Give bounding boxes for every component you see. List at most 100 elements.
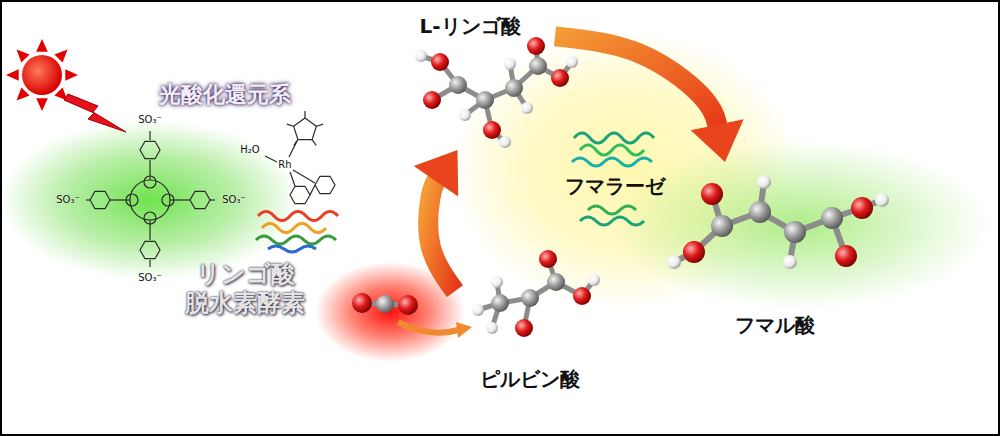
- rhodium-complex-part: [290, 172, 295, 186]
- rhodium-complex: [265, 111, 335, 204]
- chemical-label: SO₃⁻: [138, 114, 162, 126]
- rhodium-complex-part: [290, 186, 310, 203]
- porphyrin-structure-part: [210, 199, 215, 200]
- malic-acid-molecule-part-part: [459, 109, 471, 121]
- arrow-shaft: [428, 179, 455, 291]
- fumaric-acid-molecule-part-part: [757, 175, 771, 189]
- malic-acid-molecule-part-part: [521, 102, 533, 114]
- pyruvic-acid-molecule-part-part: [515, 319, 533, 337]
- glow-part: [610, 140, 990, 310]
- malic-acid-molecule-part-part: [505, 79, 523, 97]
- protein-ribbon-part: [580, 145, 644, 155]
- fumaric-acid-molecule-part: [667, 175, 889, 269]
- malic-acid-molecule-part-part: [499, 136, 511, 148]
- text-wrap: SO₃⁻: [222, 194, 246, 206]
- text-wrap: リンゴ酸 脱水素酵素: [173, 260, 317, 318]
- porphyrin-structure: [86, 131, 215, 267]
- fumarase-gear: フマラーゼ: [507, 50, 737, 280]
- pyruvic-acid-molecule-part-part: [588, 274, 600, 286]
- molecule-box: L-リンゴ酸: [405, 8, 555, 150]
- protein-ribbon-part: [580, 217, 644, 225]
- porphyrin-structure-part: [110, 199, 130, 200]
- arrowhead: [691, 119, 744, 162]
- sun-icon-part: [65, 69, 78, 81]
- malic-acid-molecule-part-part: [483, 121, 501, 139]
- chemical-label: SO₃⁻: [222, 194, 246, 206]
- text-wrap: SO₃⁻: [138, 114, 162, 126]
- rhodium-complex-part: [304, 111, 305, 118]
- reaction-arrow: [414, 150, 458, 291]
- pyruvic-acid-molecule-part-part: [539, 250, 557, 268]
- glow-part: [0, 120, 300, 280]
- text-wrap: H₂O: [240, 144, 259, 156]
- sun-icon-part: [36, 39, 48, 52]
- molecule-box: ピルビン酸: [455, 252, 595, 397]
- chemical-label: H₂O: [240, 144, 259, 156]
- photo-redox-gear: 光酸化還元系リンゴ酸 脱水素酵素: [50, 30, 430, 410]
- text-wrap: フマラーゼ: [565, 174, 665, 198]
- co2-molecule: [352, 293, 418, 315]
- text-wrap: ピルビン酸: [480, 367, 580, 391]
- rhodium-complex-part: [310, 185, 315, 195]
- malic-acid-molecule-part-part: [504, 58, 516, 70]
- enzyme-name: フマラーゼ: [565, 174, 665, 198]
- porphyrin-structure-part: [149, 131, 150, 140]
- protein-ribbon-part: [262, 224, 326, 233]
- protein-ribbon-part: [588, 206, 636, 214]
- rhodium-complex-part: [316, 124, 323, 126]
- rhodium-complex-part: [315, 176, 335, 193]
- small-arrow-part: [456, 322, 472, 338]
- pyruvic-acid-molecule-part-part: [491, 276, 503, 288]
- porphyrin-structure-part: [90, 191, 110, 208]
- sun-icon-part: [36, 98, 48, 111]
- gear-outline: [507, 50, 737, 280]
- fumaric-acid-molecule-part-part: [784, 221, 806, 243]
- chemical-label: SO₃⁻: [138, 272, 162, 284]
- sun-icon-part: [22, 55, 62, 95]
- reaction-arrow: [555, 36, 744, 162]
- gear-title: 光酸化還元系: [159, 82, 291, 108]
- porphyrin-structure-part: [170, 199, 190, 200]
- protein-ribbon-part: [268, 246, 316, 252]
- co2-molecule-part: [376, 295, 394, 313]
- malic-acid-molecule-part-part: [476, 91, 494, 109]
- malic-acid-molecule-part-part: [551, 69, 569, 87]
- text-wrap: SO₃⁻: [56, 194, 80, 206]
- porphyrin-structure-part: [149, 220, 150, 240]
- small-arrow: [398, 322, 472, 338]
- text-wrap: 光酸化還元系: [159, 82, 291, 108]
- pyruvic-acid-molecule-part-part: [521, 289, 539, 307]
- rhodium-complex-part: [312, 140, 316, 146]
- protein-ribbon-part: [256, 236, 336, 244]
- text-wrap: Rh: [278, 159, 291, 171]
- co2-molecule-part: [352, 293, 372, 313]
- porphyrin-structure-part: [140, 241, 160, 258]
- text-wrap: SO₃⁻: [138, 272, 162, 284]
- chemical-label: Rh: [278, 159, 291, 171]
- fumaric-acid-molecule-part-part: [711, 215, 733, 237]
- lightning-bolt: [64, 94, 126, 132]
- malic-acid-molecule-part-part: [529, 57, 547, 75]
- molecule-name: ピルビン酸: [480, 367, 580, 391]
- protein-ribbon-part: [258, 212, 338, 221]
- molecule-name: L-リンゴ酸: [419, 14, 520, 38]
- protein-ribbon: [256, 212, 338, 253]
- fumaric-acid-molecule-part-part: [783, 255, 797, 269]
- fumaric-acid-molecule-part-part: [701, 183, 723, 205]
- protein-ribbon-part: [572, 158, 652, 166]
- porphyrin-structure-part: [130, 180, 170, 220]
- text-wrap: フマル酸: [735, 313, 815, 337]
- fumaric-acid-molecule: [667, 175, 889, 269]
- porphyrin-structure-part: [149, 260, 150, 267]
- malic-acid-molecule-part-part: [449, 76, 467, 94]
- pyruvic-acid-molecule-part-part: [486, 322, 498, 334]
- protein-ribbon-part: [574, 133, 654, 143]
- molecule-name: フマル酸: [735, 313, 815, 337]
- pyruvic-acid-molecule-part-part: [547, 273, 565, 291]
- pyruvic-acid-molecule-part-part: [573, 287, 591, 305]
- sun-icon-part: [54, 50, 67, 63]
- small-arrow-part: [398, 322, 458, 333]
- gear-shape: [507, 50, 736, 279]
- sun-icon-part: [17, 87, 30, 100]
